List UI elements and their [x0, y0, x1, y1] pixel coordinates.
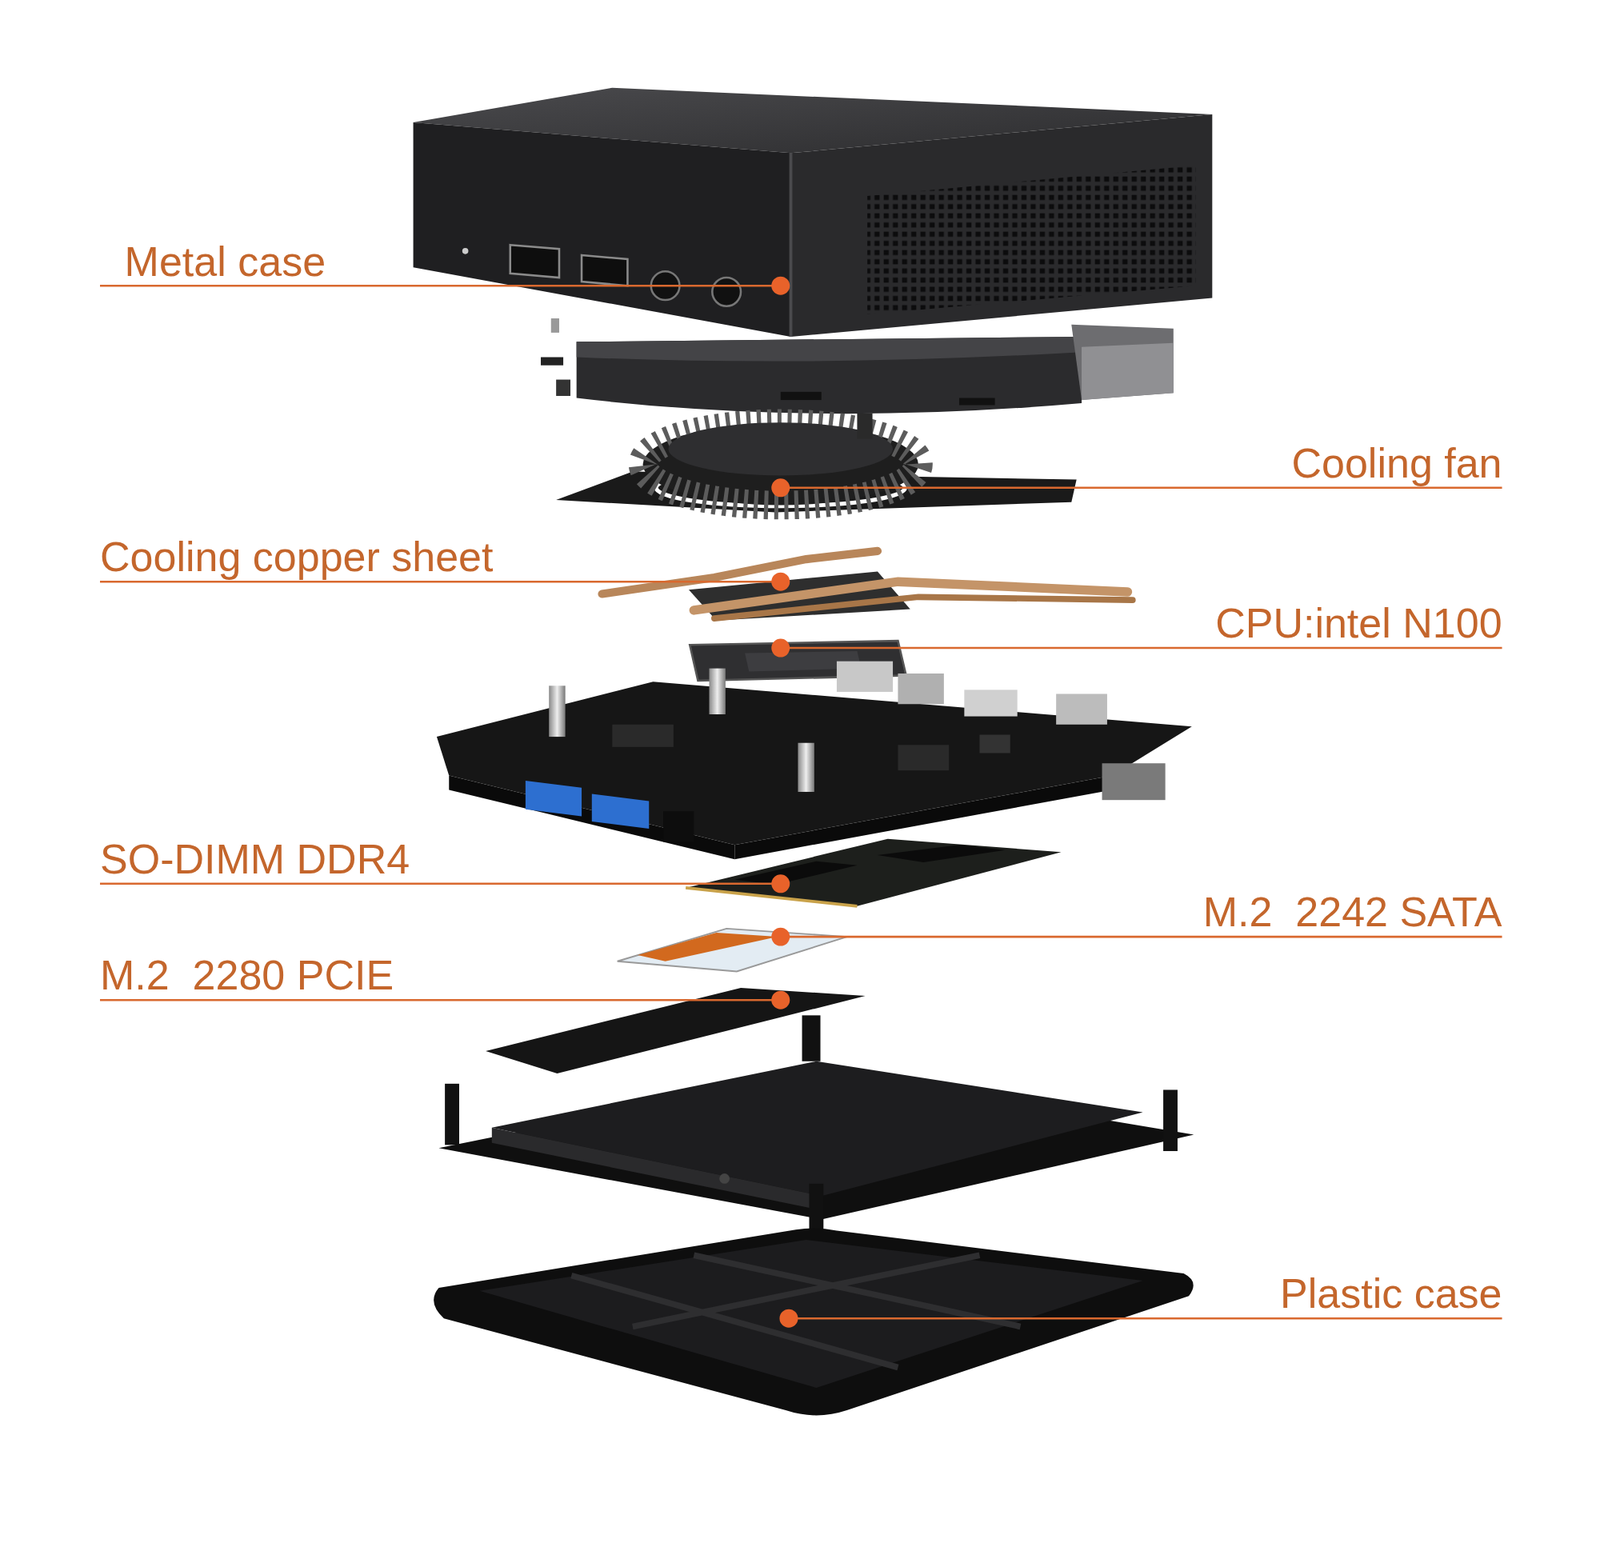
- usb-port: [510, 244, 560, 278]
- ssd-board: [617, 928, 848, 972]
- chip: [612, 724, 674, 748]
- label-slot: Cooling copper sheet: [100, 535, 493, 580]
- part-label: Plastic case: [1280, 1272, 1502, 1316]
- port-block: [897, 673, 944, 704]
- part-label: Cooling copper sheet: [100, 535, 493, 580]
- case-edge: [789, 152, 793, 337]
- fan-tab: [856, 413, 872, 440]
- part-label: Cooling fan: [1291, 441, 1502, 486]
- leader-dot: [771, 928, 790, 947]
- clip: [556, 380, 571, 396]
- case-inner: [479, 1240, 1143, 1388]
- leader-line: [100, 999, 781, 1002]
- ram-chip: [877, 844, 1005, 863]
- label-slot: Cooling fan: [1291, 441, 1502, 486]
- chip: [979, 735, 1010, 754]
- tray-hole: [719, 1173, 730, 1184]
- inner-frame: [540, 324, 1174, 414]
- usb-port: [592, 794, 649, 829]
- case-vents: [867, 165, 1196, 315]
- leaders: [100, 285, 1503, 1319]
- leader-line: [780, 647, 1503, 650]
- tray-post: [1163, 1089, 1178, 1152]
- leader-line: [100, 883, 781, 886]
- tray-top: [492, 1061, 1144, 1196]
- standoff: [797, 743, 814, 792]
- ram-contacts: [685, 888, 857, 907]
- pin: [551, 318, 560, 333]
- m2-sata-ssd: [617, 928, 848, 972]
- leader-dot: [771, 572, 790, 592]
- case-shell: [433, 1228, 1194, 1416]
- case-front: [413, 122, 792, 337]
- standoff: [548, 685, 565, 737]
- part-label: M.2 2242 SATA: [1203, 890, 1503, 935]
- leader-dot: [771, 478, 790, 497]
- ram-module: [685, 839, 1061, 907]
- metal-tray: [438, 1061, 1194, 1246]
- standoff: [802, 1015, 821, 1061]
- copper-sheet: [602, 551, 1133, 621]
- motherboard: [436, 661, 1192, 860]
- chip: [897, 744, 949, 771]
- plastic-case: [433, 1228, 1194, 1416]
- case-side: [791, 114, 1213, 337]
- leader-dot: [771, 991, 790, 1010]
- leader-line: [780, 487, 1503, 490]
- part-label: Metal case: [124, 240, 326, 284]
- leader-dot: [771, 276, 790, 296]
- leader-line: [788, 1317, 1503, 1320]
- part-label: CPU:intel N100: [1215, 601, 1502, 646]
- side-tray: [1071, 324, 1174, 400]
- leader-dot: [771, 874, 790, 893]
- metal-case: [413, 88, 1213, 337]
- leader-dot: [779, 1309, 798, 1328]
- label-slot: SO-DIMM DDR4: [100, 837, 410, 882]
- cooling-fan: [556, 413, 1077, 513]
- label-slot: Metal case: [124, 240, 326, 284]
- inner-ring-top: [576, 336, 1082, 362]
- usb-port: [581, 255, 628, 286]
- label-slot: M.2 2242 SATA: [1203, 890, 1503, 935]
- heat-pipe: [714, 596, 1133, 619]
- leader-line: [100, 284, 781, 288]
- tray-lip: [492, 1128, 822, 1211]
- inner-ring: [576, 336, 1082, 414]
- ram-board: [685, 839, 1061, 907]
- power-button: [712, 277, 741, 307]
- connector: [1102, 763, 1166, 800]
- usb-port: [525, 780, 582, 817]
- leader-line: [780, 936, 1503, 939]
- part-label: SO-DIMM DDR4: [100, 837, 410, 882]
- clip: [540, 357, 564, 366]
- ssd-sticker: [637, 932, 778, 962]
- port-block: [1056, 693, 1108, 724]
- port-block: [964, 689, 1017, 716]
- label-slot: M.2 2280 PCIE: [100, 953, 394, 998]
- label-slot: CPU:intel N100: [1215, 601, 1502, 646]
- power-led: [462, 248, 469, 255]
- leader-dot: [771, 639, 790, 658]
- port-block: [836, 661, 893, 692]
- part-label: M.2 2280 PCIE: [100, 953, 394, 998]
- jack: [663, 811, 694, 842]
- case-ribs: [571, 1255, 1020, 1368]
- tray-post: [444, 1084, 460, 1146]
- board: [436, 681, 1192, 845]
- leader-dots: [771, 276, 798, 1328]
- slot: [959, 398, 996, 406]
- leader-line: [100, 580, 781, 584]
- standoff: [708, 668, 725, 715]
- slot: [780, 392, 822, 400]
- side-tray-face: [1081, 343, 1174, 400]
- label-slot: Plastic case: [1280, 1272, 1502, 1316]
- ram-chip: [734, 861, 857, 885]
